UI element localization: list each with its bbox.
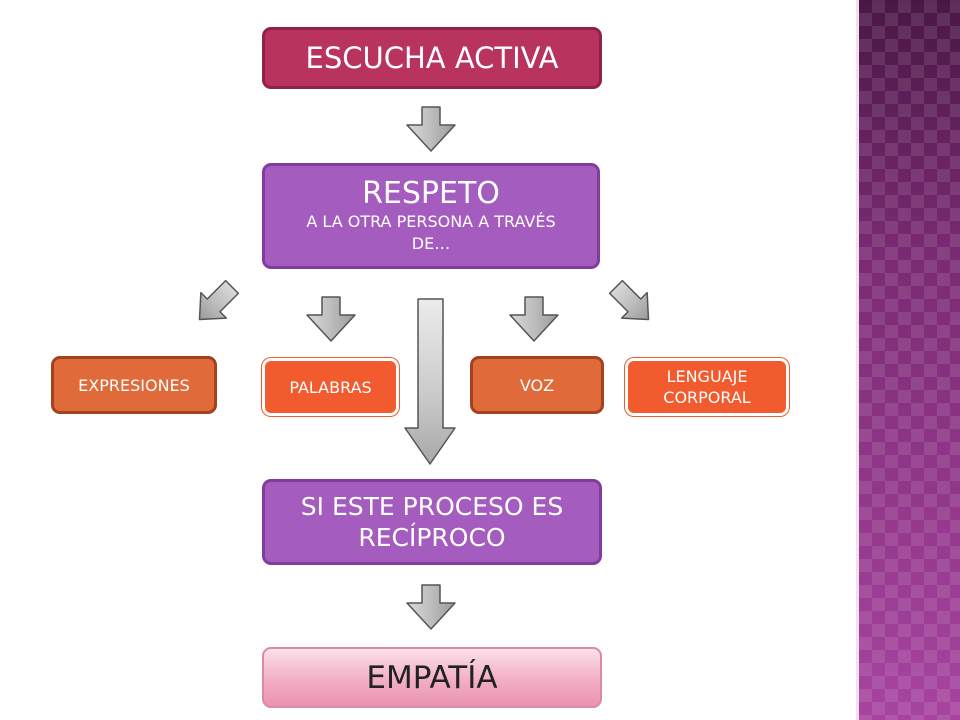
respeto-subtitle: A LA OTRA PERSONA A TRAVÉS DE…: [306, 212, 556, 253]
arrow-down-palabras: [306, 296, 356, 342]
si-proceso-label: SI ESTE PROCESO ES RECÍPROCO: [300, 492, 564, 552]
voz-label: VOZ: [519, 375, 555, 395]
decorative-stripe: [856, 0, 960, 720]
expresiones-box: EXPRESIONES: [51, 356, 217, 414]
arrow-down-2: [406, 584, 456, 630]
si-proceso-box: SI ESTE PROCESO ES RECÍPROCO: [262, 479, 602, 565]
arrow-down-voz: [509, 296, 559, 342]
arrow-diag-left: [198, 279, 240, 321]
respeto-box: RESPETO A LA OTRA PERSONA A TRAVÉS DE…: [262, 163, 600, 269]
palabras-label: PALABRAS: [289, 377, 372, 397]
empatia-box: EMPATÍA: [262, 647, 602, 708]
arrow-down-1: [406, 106, 456, 152]
empatia-label: EMPATÍA: [366, 659, 498, 696]
escucha-activa-box: ESCUCHA ACTIVA: [262, 27, 602, 89]
arrow-long-center: [404, 298, 456, 465]
expresiones-label: EXPRESIONES: [78, 375, 190, 395]
respeto-title: RESPETO: [362, 176, 500, 211]
palabras-box: PALABRAS: [262, 358, 399, 416]
lenguaje-corporal-box: LENGUAJE CORPORAL: [625, 358, 789, 416]
escucha-activa-label: ESCUCHA ACTIVA: [305, 41, 559, 75]
arrow-diag-right: [608, 279, 650, 321]
voz-box: VOZ: [470, 356, 604, 414]
lenguaje-corporal-label: LENGUAJE CORPORAL: [663, 367, 751, 407]
